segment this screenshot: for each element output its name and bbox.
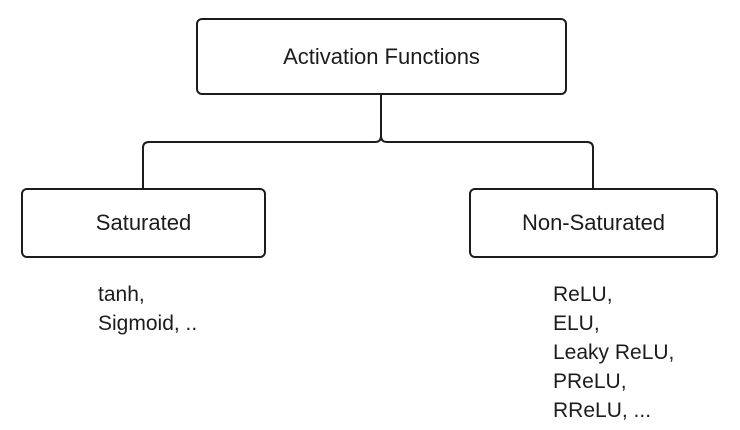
list-item: Leaky ReLU, xyxy=(553,341,675,364)
list-item: ELU, xyxy=(553,312,600,335)
saturated-items-list: tanh, Sigmoid, .. xyxy=(98,280,197,338)
list-item: PReLU, xyxy=(553,370,627,393)
node-activation-functions-label: Activation Functions xyxy=(283,43,480,69)
node-non-saturated: Non-Saturated xyxy=(469,188,718,258)
connector-right-branch xyxy=(380,135,594,188)
connector-left-branch xyxy=(142,135,382,188)
list-item: RReLU, ... xyxy=(553,399,652,422)
node-non-saturated-label: Non-Saturated xyxy=(521,210,666,235)
node-saturated-label: Saturated xyxy=(95,210,192,235)
list-item: ReLU, xyxy=(553,283,613,306)
node-saturated: Saturated xyxy=(21,188,266,258)
node-activation-functions: Activation Functions xyxy=(196,18,567,95)
non-saturated-items-list: ReLU, ELU, Leaky ReLU, PReLU, RReLU, ... xyxy=(553,280,674,425)
list-item: Sigmoid, .. xyxy=(98,312,198,335)
list-item: tanh, xyxy=(98,283,145,306)
